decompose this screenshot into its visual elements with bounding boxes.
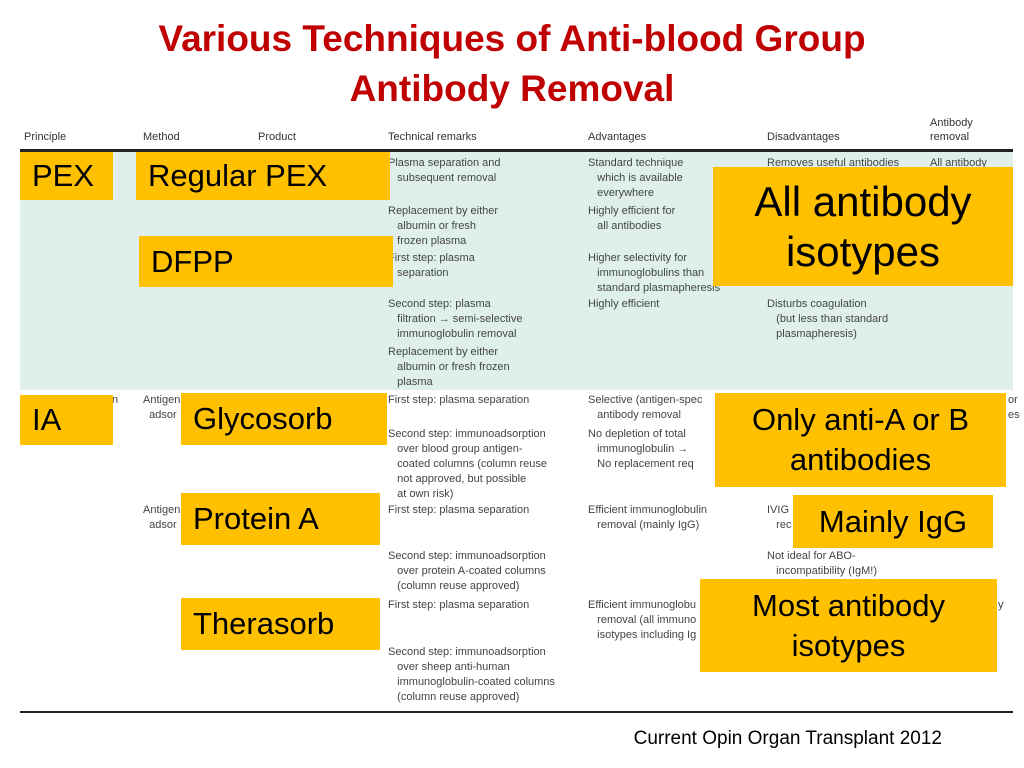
header-method: Method (143, 131, 180, 143)
cell: Higher selectivity for immunoglobulins t… (588, 252, 721, 294)
cell: Second step: immunoadsorption over prote… (388, 550, 546, 592)
label-glycosorb: Glycosorb (181, 393, 387, 445)
cell: Second step: immunoadsorption over sheep… (388, 646, 555, 703)
cell: No depletion of total immunoglobulin → N… (588, 428, 694, 470)
header-antibody-removal: Antibody removal (930, 117, 973, 143)
header-disadvantages: Disadvantages (767, 131, 840, 143)
cell: Efficient immunoglobu removal (all immun… (588, 599, 697, 641)
cell: Second step: plasma filtration → semi-se… (388, 298, 523, 340)
cell: Highly efficient for all antibodies (588, 205, 676, 232)
cell: Standard technique which is available ev… (588, 157, 684, 199)
header-principle: Principle (24, 131, 67, 143)
header-advantages: Advantages (588, 131, 647, 143)
cell: y (998, 599, 1004, 611)
cell: Removes useful antibodies (767, 157, 900, 169)
label-mainly-igg: Mainly IgG (793, 495, 993, 548)
label-pex: PEX (20, 152, 113, 200)
citation: Current Opin Organ Transplant 2012 (633, 728, 942, 749)
label-all-isotypes: All antibody isotypes (713, 167, 1013, 286)
label-most-isotypes: Most antibody isotypes (700, 579, 997, 672)
cell: Replacement by either albumin or fresh f… (388, 205, 499, 247)
header-rule (20, 149, 1013, 152)
cell: Efficient immunoglobulin removal (mainly… (588, 504, 708, 531)
label-dfpp: DFPP (139, 236, 393, 287)
cell: Antigen adsor (143, 394, 181, 421)
title-line-2: Antibody Removal (349, 68, 675, 109)
bottom-rule (20, 711, 1013, 713)
cell: n (112, 394, 119, 406)
label-regular-pex: Regular PEX (136, 152, 390, 200)
cell: Not ideal for ABO- incompatibility (IgM!… (767, 550, 878, 577)
header-technical-remarks: Technical remarks (388, 131, 477, 143)
cell: IVIG rec (767, 504, 792, 531)
cell: Plasma separation and subsequent removal (388, 157, 501, 184)
label-anti-a-or-b: Only anti-A or B antibodies (715, 393, 1006, 487)
cell: Replacement by either albumin or fresh f… (388, 346, 510, 388)
cell: First step: plasma separation (388, 394, 530, 406)
cell: First step: plasma separation (388, 504, 530, 516)
cell: or es (1008, 394, 1020, 421)
cell: First step: plasma separation (388, 599, 530, 611)
cell: All antibody (930, 157, 987, 169)
title-line-1: Various Techniques of Anti-blood Group (158, 18, 866, 59)
label-therasorb: Therasorb (181, 598, 380, 650)
cell: Disturbs coagulation (but less than stan… (767, 298, 889, 340)
slide-title: Various Techniques of Anti-blood Group A… (0, 14, 1024, 114)
label-ia: IA (20, 395, 113, 445)
cell: First step: plasma separation (388, 252, 475, 279)
cell: Antigen adsor (143, 504, 181, 531)
label-protein-a: Protein A (181, 493, 380, 545)
cell: Selective (antigen-spec antibody removal (588, 394, 703, 421)
cell: Second step: immunoadsorption over blood… (388, 428, 547, 500)
cell: Highly efficient (588, 298, 660, 310)
header-product: Product (258, 131, 296, 143)
